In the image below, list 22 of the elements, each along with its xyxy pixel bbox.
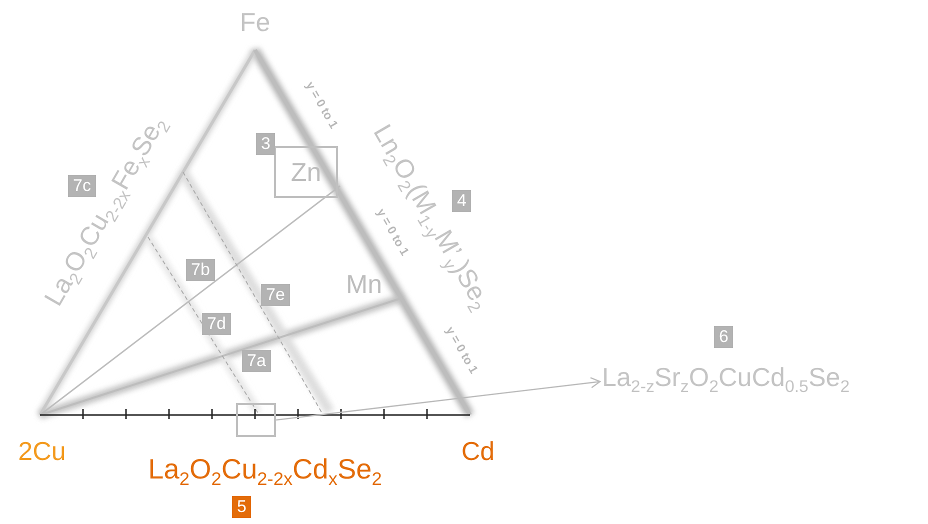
range-label: y = 0 to 1	[374, 206, 412, 258]
range-label: y = 0 to 1	[304, 80, 340, 130]
callout-number: 7a	[242, 350, 271, 372]
formula-label: La$_{2}$O$_{2}$Cu$_{2-2x}$Cd$_{x}$Se$_{2}$	[148, 456, 382, 488]
vertex-label: Cd	[461, 438, 495, 464]
highlight-box	[236, 403, 276, 437]
callout-number: 6	[714, 326, 734, 348]
vertex-label: Fe	[240, 9, 270, 35]
element-box	[274, 146, 338, 198]
range-label: y = 0 to 1	[444, 324, 480, 376]
vertex-label: Mn	[346, 271, 382, 297]
vertex-label: 2Cu	[18, 438, 66, 464]
callout-number: 5	[232, 496, 252, 518]
callout-number: 7b	[186, 259, 215, 281]
callout-number: 7e	[261, 284, 290, 306]
callout-number: 7c	[68, 175, 96, 197]
arrow	[276, 377, 601, 421]
callout-number: 4	[452, 190, 472, 212]
callout-number: 7d	[202, 313, 231, 335]
element-symbol: Zn	[290, 159, 322, 185]
callout-number: 3	[256, 133, 276, 155]
formula-label: La$_{2-z}$Sr$_{z}$O$_{2}$CuCd$_{0.5}$Se$_{2}$	[602, 362, 850, 398]
